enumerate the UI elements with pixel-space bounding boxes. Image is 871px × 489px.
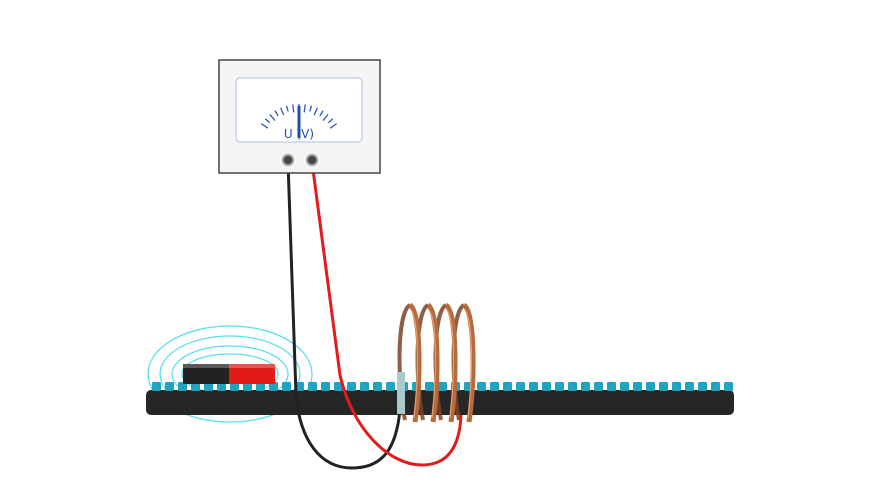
voltmeter-scale-tick xyxy=(319,110,324,117)
track-tooth xyxy=(152,382,161,391)
black-wire xyxy=(286,161,404,470)
voltmeter-scale-tick xyxy=(264,118,271,124)
coil-turn-front xyxy=(462,302,476,423)
track-tooth xyxy=(308,382,317,391)
track-tooth xyxy=(373,382,382,391)
track-tooth xyxy=(386,382,395,391)
track-tooth xyxy=(334,382,343,391)
coil-turn-front xyxy=(408,302,422,423)
magnet-south-pole xyxy=(229,364,275,384)
magnet-highlight xyxy=(183,364,275,368)
coil-turn-highlight xyxy=(410,309,419,419)
track-tooth xyxy=(542,382,551,391)
magnet-north-pole xyxy=(183,364,229,384)
track-tooth xyxy=(672,382,681,391)
track-tooth xyxy=(581,382,590,391)
bar-magnet xyxy=(183,364,275,384)
coil-front xyxy=(408,302,476,423)
track-tooth xyxy=(698,382,707,391)
track-tooth xyxy=(256,382,265,391)
track-tooth xyxy=(347,382,356,391)
voltmeter-scale-tick xyxy=(285,105,289,112)
voltmeter: U (V) xyxy=(218,59,381,174)
voltmeter-scale xyxy=(260,104,338,129)
track-tooth xyxy=(620,382,629,391)
track-tooth xyxy=(217,382,226,391)
voltmeter-scale-tick xyxy=(313,107,318,116)
track-tooth xyxy=(321,382,330,391)
voltmeter-scale-tick xyxy=(274,110,279,117)
track-tooth xyxy=(425,382,434,391)
track-tooth xyxy=(282,382,291,391)
track-tooth xyxy=(607,382,616,391)
voltmeter-scale-tick xyxy=(269,113,276,121)
track-tooth xyxy=(477,382,486,391)
coil-lead-connector xyxy=(397,372,405,414)
voltmeter-scale-tick xyxy=(329,123,338,129)
track-tooth xyxy=(490,382,499,391)
track-tooth xyxy=(204,382,213,391)
voltmeter-scale-tick xyxy=(292,104,295,113)
red-wire xyxy=(310,161,463,467)
track-tooth xyxy=(516,382,525,391)
coil-turn-front xyxy=(444,302,458,423)
track-tooth xyxy=(503,382,512,391)
voltmeter-scale-tick xyxy=(260,123,269,129)
track-tooth xyxy=(724,382,733,391)
track-tooth xyxy=(711,382,720,391)
track-tooth xyxy=(594,382,603,391)
voltmeter-scale-tick xyxy=(327,118,334,124)
track-tooth xyxy=(178,382,187,391)
track-tooth xyxy=(230,382,239,391)
field-line-3 xyxy=(147,325,313,423)
track-tooth xyxy=(529,382,538,391)
voltmeter-unit-label: U (V) xyxy=(284,127,314,141)
track-tooth xyxy=(165,382,174,391)
track-tooth xyxy=(685,382,694,391)
voltmeter-scale-tick xyxy=(309,105,313,112)
track-tooth xyxy=(646,382,655,391)
track-tooth xyxy=(438,382,447,391)
voltmeter-scale-tick xyxy=(280,107,285,116)
terminal-negative[interactable] xyxy=(282,154,294,166)
track-tooth xyxy=(659,382,668,391)
track-tooth xyxy=(568,382,577,391)
coil-turn-front xyxy=(426,302,440,423)
coil-turn-highlight xyxy=(428,309,437,419)
terminal-positive[interactable] xyxy=(306,154,318,166)
coil-turn-highlight xyxy=(464,309,473,419)
track-tooth xyxy=(191,382,200,391)
track-tooth xyxy=(360,382,369,391)
voltmeter-scale-tick xyxy=(322,113,329,121)
track-tooth xyxy=(633,382,642,391)
coil-turn-highlight xyxy=(446,309,455,419)
track-tooth xyxy=(269,382,278,391)
track-tooth xyxy=(555,382,564,391)
voltmeter-scale-tick xyxy=(303,104,306,113)
track-tooth xyxy=(243,382,252,391)
